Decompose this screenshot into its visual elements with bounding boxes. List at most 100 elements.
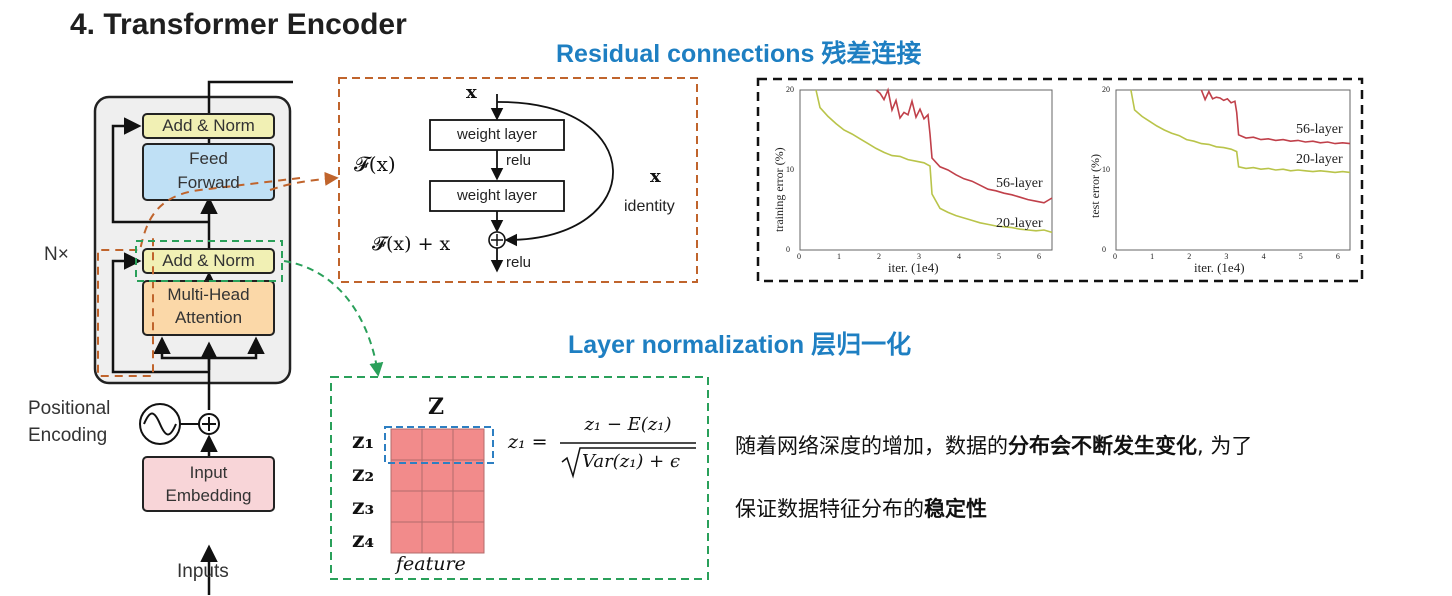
feed-forward-label-1: Feed	[189, 149, 228, 168]
inputs-label: Inputs	[177, 561, 229, 582]
feature-cell	[421, 459, 454, 492]
orange-dashed-selection	[97, 177, 301, 377]
residual-x-input: x	[466, 82, 477, 103]
right-label-56: 56-layer	[1296, 122, 1343, 137]
layernorm-frame	[330, 376, 709, 580]
weight-layer-1-box	[429, 119, 565, 151]
feature-cell	[421, 521, 454, 554]
fx-label: 𝓕(x)	[354, 152, 396, 176]
multi-head-attention-box	[142, 280, 275, 336]
right-xtick: 6	[1335, 252, 1340, 261]
row-label-z4: z₄	[352, 527, 375, 553]
weight-layer-1-label: weight layer	[456, 126, 538, 143]
weight-layer-2-box	[429, 180, 565, 212]
fx-plus-x-label: 𝓕(x) + x	[372, 233, 451, 255]
left-ytick: 10	[786, 165, 794, 174]
row-label-z1: z₁	[352, 428, 375, 454]
test-error-plot	[1130, 89, 1351, 174]
z1-row-highlight	[384, 426, 494, 464]
positional-label-2: Encoding	[28, 425, 108, 446]
residual-block-frame	[338, 77, 698, 283]
right-xtick: 2	[1187, 252, 1192, 261]
left-ytick: 0	[786, 245, 790, 254]
right-xtick: 5	[1298, 252, 1303, 261]
input-embedding-label-1: Input	[189, 463, 228, 482]
left-series-56-layer	[875, 87, 1053, 204]
input-embedding-label-2: Embedding	[165, 486, 252, 505]
feature-cell	[452, 459, 485, 492]
right-xlabel: iter. (1e4)	[1194, 260, 1245, 275]
formula-denominator: Var(z₁) + ϵ	[582, 451, 681, 472]
identity-x-label: x	[650, 166, 661, 187]
z-label: Z	[428, 394, 445, 420]
input-embedding-box	[142, 456, 275, 512]
feature-cell	[452, 428, 485, 461]
explanation-1b: 分布会不断发生变化	[1008, 434, 1197, 458]
explanation-2b: 稳定性	[924, 497, 987, 521]
left-xtick: 0	[797, 252, 801, 261]
feature-cell	[390, 428, 423, 461]
add-norm-bottom-box	[142, 248, 275, 274]
relu-mid-label: relu	[506, 152, 532, 169]
identity-arc	[496, 101, 614, 247]
explanation-1a: 随着网络深度的增加，数据的	[735, 434, 1008, 458]
feature-label: feature	[396, 553, 466, 575]
nx-label: N×	[44, 244, 69, 265]
explanation-1c: , 为了	[1197, 434, 1253, 458]
feature-grid	[390, 428, 485, 554]
mha-label-2: Attention	[174, 308, 243, 327]
left-xtick: 2	[877, 252, 881, 261]
explanation-2a: 保证数据特征分布的	[735, 497, 924, 521]
feature-cell	[390, 490, 423, 523]
feature-cell	[421, 490, 454, 523]
row-label-z2: z₂	[352, 461, 375, 487]
positional-label-1: Positional	[28, 398, 111, 419]
weight-layer-2-label: weight layer	[456, 187, 538, 204]
training-error-plot	[815, 87, 1053, 234]
residual-heading: Residual connections 残差连接	[556, 40, 922, 68]
right-label-20: 20-layer	[1296, 152, 1343, 167]
feature-cell	[421, 428, 454, 461]
left-ylabel: training error (%)	[772, 147, 786, 232]
row-label-z3: z₃	[352, 494, 375, 520]
left-xtick: 5	[997, 252, 1001, 261]
right-xtick: 3	[1224, 252, 1229, 261]
right-ylabel: test error (%)	[1088, 154, 1102, 218]
layernorm-heading: Layer normalization 层归一化	[568, 331, 912, 359]
feature-cell	[390, 459, 423, 492]
left-xtick: 4	[957, 252, 961, 261]
feed-forward-label-2: Forward	[177, 173, 240, 192]
left-xlabel: iter. (1e4)	[888, 260, 939, 275]
right-xtick: 1	[1150, 252, 1155, 261]
identity-label: identity	[624, 198, 675, 215]
right-series-56-layer	[1200, 89, 1351, 145]
feature-cell	[390, 521, 423, 554]
left-xtick: 3	[917, 252, 921, 261]
mha-label-1: Multi-Head	[167, 285, 250, 304]
left-label-56: 56-layer	[996, 176, 1043, 191]
plots-frame	[756, 77, 1364, 283]
right-ytick: 10	[1102, 165, 1110, 174]
feature-cell	[452, 490, 485, 523]
relu-out-label: relu	[506, 254, 532, 271]
feature-cell	[452, 521, 485, 554]
left-ytick: 20	[786, 85, 794, 94]
right-xtick: 4	[1261, 252, 1266, 261]
formula-lhs: z₁ =	[508, 431, 548, 453]
right-ytick: 20	[1102, 85, 1110, 94]
formula-numerator: z₁ − E(z₁)	[584, 414, 672, 435]
right-series-20-layer	[1130, 89, 1351, 174]
add-norm-top-box	[142, 113, 275, 139]
right-ytick: 0	[1102, 245, 1106, 254]
left-xtick: 6	[1037, 252, 1041, 261]
left-xtick: 1	[837, 252, 841, 261]
green-dashed-selection	[135, 240, 283, 282]
right-xtick: 0	[1113, 252, 1117, 261]
explanation-line-2: 保证数据特征分布的稳定性	[735, 493, 987, 523]
page-title: 4. Transformer Encoder	[70, 8, 407, 41]
left-series-20-layer	[815, 89, 1053, 234]
explanation-line-1: 随着网络深度的增加，数据的分布会不断发生变化, 为了	[735, 430, 1252, 460]
left-label-20: 20-layer	[996, 216, 1043, 231]
add-norm-bottom-label: Add & Norm	[162, 251, 255, 270]
